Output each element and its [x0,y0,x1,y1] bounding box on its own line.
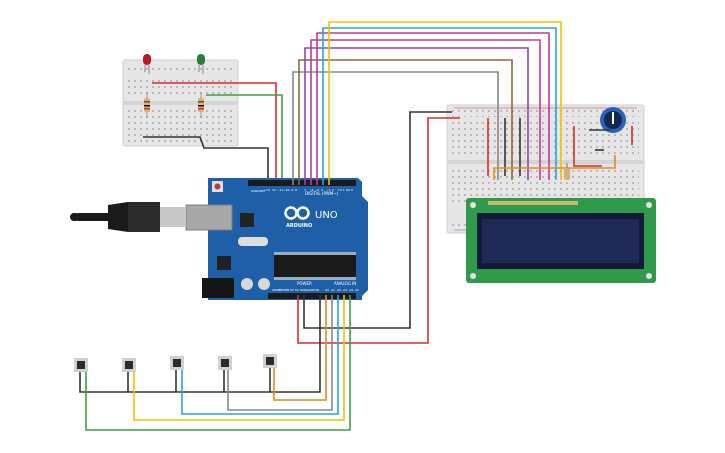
usb-port [185,204,233,231]
led-icon [143,54,151,65]
pushbutton-3[interactable] [170,356,184,370]
a3-label: A3 [343,288,347,292]
atmega-chip [274,255,356,277]
power-pin-labels: IOREF RESET 3.3V 5V GND GND VIN A0 A1 A2… [272,288,359,292]
pushbutton-icon [173,359,181,367]
pin-0-label: RX 0 [346,188,353,192]
lcd-module[interactable] [466,198,656,283]
usb-cable-icon [128,202,160,232]
pin-2-label: 2 [332,188,334,192]
vin-label: VIN [314,288,319,292]
uno-model-label: UNO [315,210,338,221]
pin-1-label: TX 1 [337,188,345,192]
a2-label: A2 [337,288,341,292]
arduino-uno-board: ARDUINO UNO DIGITAL (PWM~) POWER ANALOG … [185,178,368,300]
a4-label: A4 [349,288,353,292]
reset-pin-label: RESET [279,288,289,292]
analog-in-label: ANALOG IN [334,281,356,286]
pushbutton-icon [221,359,229,367]
pin-10-label: ~10 [283,188,289,192]
pin-3-label: ~3 [326,188,331,192]
led-red[interactable] [143,54,151,74]
lcd-resistor[interactable] [564,168,570,180]
digital-pwm-label: DIGITAL (PWM~) [305,191,339,196]
digital-pin-labels: 13 12 ~11 ~10 ~9 8 7 ~6 ~5 4 ~3 2 TX 1 R… [266,188,353,192]
arduino-brand-label: ARDUINO [286,223,312,229]
small-breadboard [122,59,239,147]
arduino-logo [284,206,310,220]
led-green[interactable] [197,54,205,74]
pushbutton-5[interactable] [263,354,277,368]
pin-6-label: ~6 [309,188,314,192]
pin-5-label: ~5 [315,188,320,192]
resistor-1[interactable] [144,92,150,118]
ioref-label: IOREF [272,288,281,292]
power-label: POWER [297,281,312,286]
usb-cable [70,202,186,232]
pin-11-label: ~11 [277,188,283,192]
pin-7-label: 7 [304,188,306,192]
pin-4-label: 4 [321,188,323,192]
pushbutton-1[interactable] [74,358,88,372]
led-icon [197,54,205,65]
pin-8-label: 8 [295,188,297,192]
a5-label: A5 [355,288,359,292]
button-wires [79,295,351,431]
pin-9-label: ~9 [289,188,294,192]
pin-13-label: 13 [266,188,270,192]
aref-label: AREF [258,189,266,193]
pushbutton-2[interactable] [122,358,136,372]
gnd1-label: GND [300,288,308,292]
arduino-to-lcd-wires [292,21,562,185]
gnd2-label: GND [307,288,315,292]
pushbutton-icon [125,361,133,369]
v5-label: 5V [295,288,300,292]
resistor-icon [564,168,570,180]
a0-label: A0 [325,288,329,292]
a1-label: A1 [331,288,335,292]
resistor-2[interactable] [198,92,204,118]
pushbutton-4[interactable] [218,356,232,370]
pushbutton-icon [77,361,85,369]
power-jack [202,278,234,298]
pin-12-label: 12 [272,188,276,192]
pushbutton-icon [266,357,274,365]
breadboard-wires [487,118,633,180]
potentiometer[interactable] [600,107,626,133]
gnd-label: GND [251,189,259,193]
power-wires [297,111,460,344]
small-breadboard-wires [143,82,283,185]
v33-label: 3.3V [287,288,295,292]
